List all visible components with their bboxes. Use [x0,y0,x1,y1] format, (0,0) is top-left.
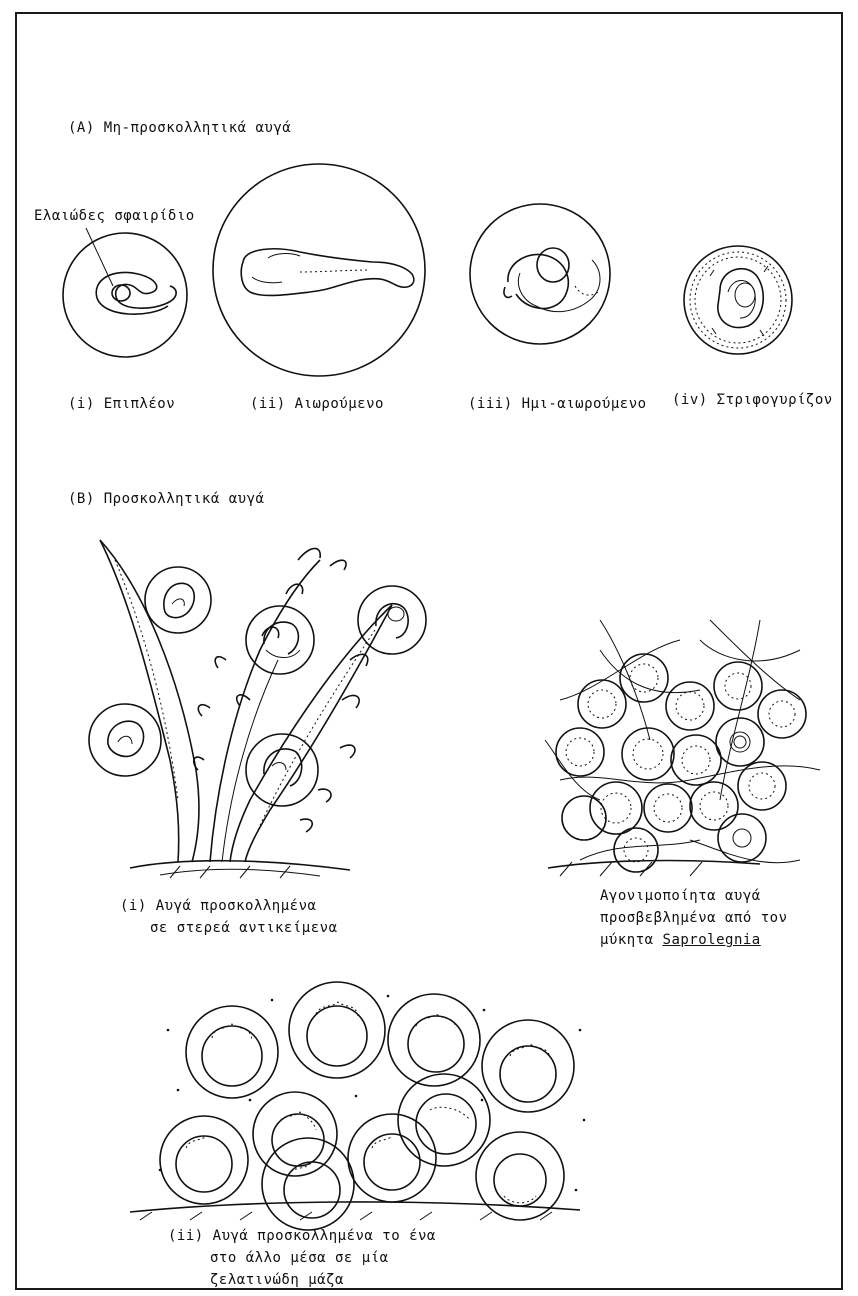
fungus-infected-eggs [545,620,820,876]
caption-fungus-line3-prefix: μύκητα [600,932,663,948]
gelatinous-egg-mass [130,982,585,1230]
caption-fungus-line1: Αγονιμοποίητα αυγά [600,888,761,904]
caption-rotating: (iv) Στριφογυρίζον [672,392,833,408]
caption-floating: (i) Επιπλέον [68,396,175,412]
oil-globule-label: Ελαιώδες σφαιρίδιο [34,208,195,224]
caption-attached-line2: σε στερεά αντικείμενα [150,920,338,936]
egg-floating [63,233,187,357]
caption-suspended: (ii) Αιωρούμενο [250,396,384,412]
caption-mass-line1: (ii) Αυγά προσκολλημένα το ένα [168,1228,436,1244]
caption-fungus-line2: προσβεβλημένα από τον [600,910,788,926]
caption-mass-line3: ζελατινώδη μάζα [210,1272,344,1288]
caption-fungus-genus: Saprolegnia [663,932,761,948]
egg-suspended [213,164,425,376]
section-b-title: (B) Προσκολλητικά αυγά [68,491,264,507]
egg-semi-suspended [470,204,610,344]
caption-attached-line1: (i) Αυγά προσκολλημένα [120,898,316,914]
caption-fungus-line3: μύκητα Saprolegnia [600,932,761,948]
pointer-line [86,228,113,286]
plant-with-attached-eggs [89,540,426,878]
caption-semi-suspended: (iii) Ημι-αιωρούμενο [468,396,647,412]
caption-mass-line2: στο άλλο μέσα σε μία [210,1250,389,1266]
egg-rotating [684,246,792,354]
section-a-title: (A) Μη-προσκολλητικά αυγά [68,120,291,136]
